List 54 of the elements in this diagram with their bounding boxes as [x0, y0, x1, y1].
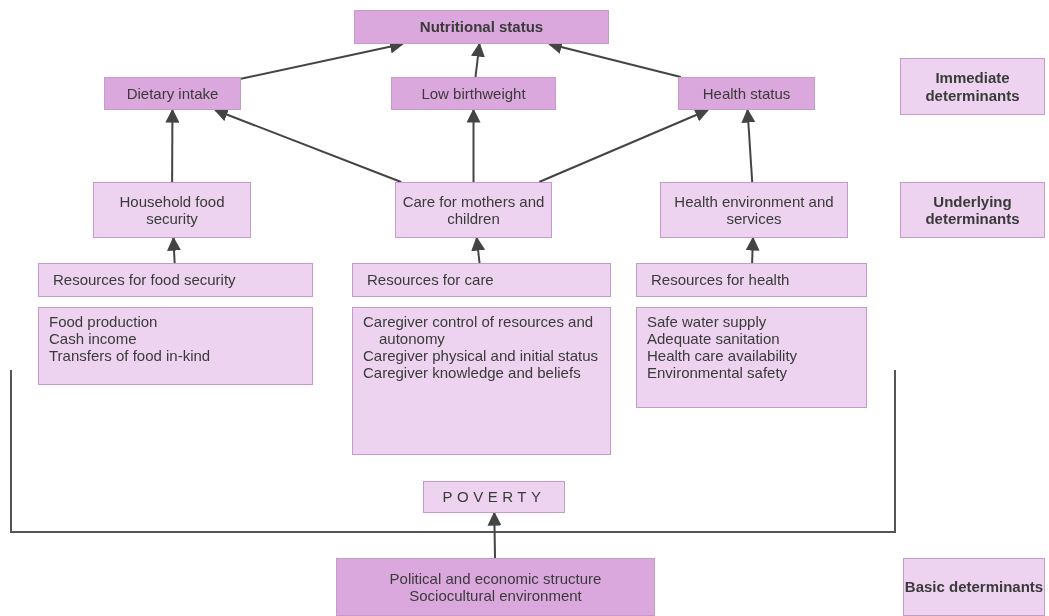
list-box	[352, 307, 611, 455]
node-text: Environmental safety	[647, 364, 788, 382]
node-text: Adequate sanitation	[647, 330, 780, 348]
arrow	[471, 236, 486, 264]
node-text: Health status	[702, 84, 791, 103]
process-box	[104, 77, 241, 110]
process-box	[660, 182, 848, 238]
node-text: Resources for care	[367, 271, 494, 289]
node-text: Food production	[49, 314, 158, 331]
arrow	[167, 236, 181, 264]
node-text: Caregiver control of resources and autonomy	[363, 314, 595, 348]
process-box	[336, 558, 655, 616]
node-text: Cash income	[49, 330, 137, 348]
arrow	[487, 511, 502, 559]
node-text: Caregiver physical and initial status	[363, 347, 599, 365]
resource-box	[636, 263, 867, 297]
node-text: Basic determinants	[904, 578, 1044, 596]
process-box	[395, 182, 552, 238]
process-box	[93, 182, 251, 238]
arrow	[466, 108, 481, 183]
node-text: Resources for food security	[53, 271, 236, 289]
node-text: Political and economic structure	[389, 569, 602, 587]
node-text: Nutritional status	[419, 18, 544, 36]
resource-box	[38, 263, 313, 297]
node-text: Care for mothers and children	[401, 192, 546, 228]
resource-box	[352, 263, 611, 297]
arrow	[538, 108, 710, 183]
node-text: Sociocultural environment	[409, 587, 582, 605]
node-text: Household food security	[118, 192, 226, 228]
node-text: Low birthweight	[421, 84, 526, 103]
level-label-box	[900, 182, 1045, 238]
list-box	[38, 307, 313, 385]
node-text: Transfers of food in-kind	[49, 347, 211, 365]
node-text: Health environment and services	[673, 192, 835, 228]
arrow	[741, 108, 756, 183]
node-text: Health care availability	[647, 347, 798, 365]
arrow	[213, 108, 403, 183]
status-box	[354, 10, 609, 44]
node-text: Safe water supply	[647, 314, 767, 331]
node-text: Caregiver knowledge and beliefs	[363, 364, 581, 382]
arrow	[745, 236, 760, 264]
node-text: POVERTY	[442, 488, 546, 506]
level-label-box	[900, 58, 1045, 115]
node-text: Immediate determinants	[924, 69, 1021, 104]
arrow	[471, 42, 485, 78]
node-text: Dietary intake	[126, 84, 219, 103]
process-box	[678, 77, 815, 110]
node-text: Resources for health	[651, 271, 790, 289]
node-text: Underlying determinants	[924, 192, 1021, 228]
poverty-box	[423, 481, 565, 513]
arrow	[165, 108, 180, 183]
process-box	[391, 77, 556, 110]
list-box	[636, 307, 867, 408]
level-label-box	[903, 558, 1045, 616]
